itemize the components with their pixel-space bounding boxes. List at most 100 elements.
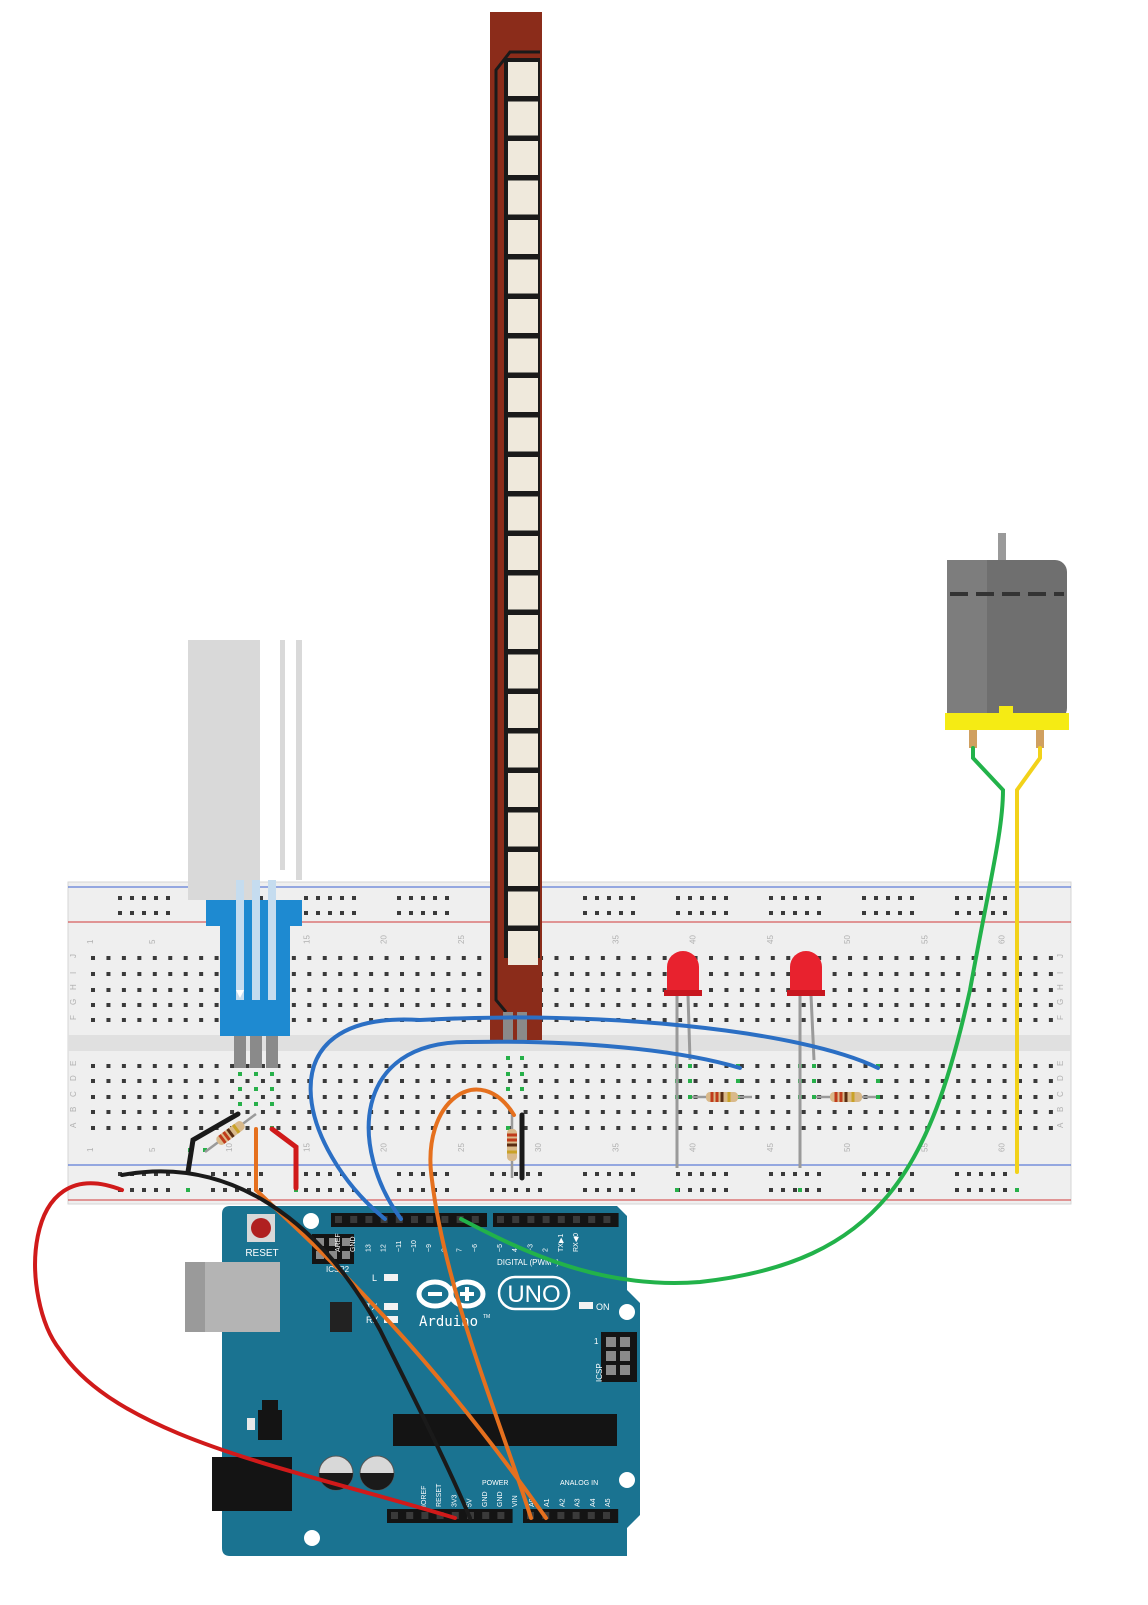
wire-orange-a0[interactable] [428, 1087, 533, 1520]
power-pin-label: VIN [512, 1495, 519, 1507]
breadboard-hole [925, 972, 930, 976]
wire-blue-2[interactable] [366, 1039, 742, 1221]
breadboard-hole [755, 1110, 760, 1114]
breadboard-hole [925, 988, 930, 992]
rail-hole [724, 1172, 728, 1176]
breadboard-hole [786, 1018, 791, 1022]
breadboard-hole [1002, 1079, 1007, 1083]
header-pin [512, 1216, 520, 1223]
breadboard-hole [168, 1110, 173, 1114]
column-number-bottom: 10 [225, 1143, 234, 1152]
rail-hole [259, 896, 263, 900]
breadboard-hole [569, 1110, 574, 1114]
row-letter: G [69, 999, 78, 1005]
breadboard-hole [662, 1003, 667, 1007]
resistor-servo-band [231, 1123, 241, 1134]
breadboard-hole [569, 988, 574, 992]
breadboard-hole [1018, 1064, 1022, 1068]
breadboard-hole [693, 1126, 698, 1130]
breadboard-hole [291, 1064, 296, 1068]
rail-hole [619, 1188, 623, 1192]
digital-header [331, 1213, 619, 1227]
breadboard-hole [307, 1110, 312, 1114]
breadboard-hole [400, 956, 404, 960]
breadboard-hole [508, 1079, 513, 1083]
breadboard-hole [569, 972, 574, 976]
breadboard-hole [322, 1095, 327, 1099]
breadboard-hole [956, 972, 961, 976]
row-letter: J [1056, 954, 1065, 958]
breadboard-hole [554, 1003, 559, 1007]
header-pin [406, 1512, 414, 1519]
flex-sensor-segment [508, 141, 538, 175]
breadboard-hole [709, 1079, 713, 1083]
analog-pin-label: A0 [529, 1498, 536, 1507]
row-letter: A [1056, 1122, 1065, 1128]
breadboard-hole [678, 1064, 683, 1068]
motor-cap-tab [999, 706, 1013, 716]
wire-yellow-motor[interactable] [1015, 746, 1042, 1174]
wire-green-motor[interactable] [459, 746, 1006, 1285]
breadboard-hole [1048, 1079, 1053, 1083]
rail-hole [316, 911, 320, 915]
breadboard-hole [1002, 1018, 1007, 1022]
breadboard-hole [600, 972, 605, 976]
breadboard-hole [647, 1079, 652, 1083]
breadboard-hole [430, 1003, 435, 1007]
rail-hole [874, 896, 878, 900]
rail-hole [421, 896, 425, 900]
breadboard-hole [230, 1110, 235, 1114]
breadboard-hole [1018, 1095, 1022, 1099]
breadboard-hole [940, 1079, 945, 1083]
connected-hole [736, 1079, 740, 1083]
breadboard-hole [338, 1064, 343, 1068]
breadboard-hole [848, 1018, 853, 1022]
breadboard-hole [199, 1126, 204, 1130]
breadboard-hole [492, 1064, 497, 1068]
rail-hole [805, 1172, 809, 1176]
resistor-led-2-band [834, 1092, 838, 1102]
breadboard-hole [492, 1110, 497, 1114]
breadboard-hole [446, 1126, 451, 1130]
rail-hole [130, 1188, 134, 1192]
breadboard-hole [709, 972, 713, 976]
wire-blue-1[interactable] [308, 1015, 880, 1221]
resistor-flex-band [507, 1143, 517, 1147]
usb-chip [330, 1302, 352, 1332]
breadboard-hole [554, 1110, 559, 1114]
breadboard-hole [137, 1110, 142, 1114]
column-number-top: 25 [457, 935, 466, 944]
breadboard-hole [631, 1079, 636, 1083]
row-letter: D [1056, 1075, 1065, 1081]
rail-hole [631, 1172, 635, 1176]
breadboard-hole [631, 1064, 636, 1068]
breadboard-hole [894, 1003, 899, 1007]
resistor-led-2-band [851, 1092, 855, 1102]
analog-pin-label: A2 [559, 1498, 566, 1507]
wire-black-gnd[interactable] [120, 1169, 472, 1520]
breadboard-hole [801, 1018, 806, 1022]
connected-hole [876, 1095, 880, 1099]
wire-red-5v[interactable] [33, 1181, 457, 1520]
reset-button[interactable] [251, 1218, 271, 1238]
breadboard-hole [647, 972, 652, 976]
rail-hole [805, 1188, 809, 1192]
wire-orange-a1[interactable] [254, 1188, 548, 1520]
logo-minus [428, 1292, 442, 1296]
rail-hole [421, 1188, 425, 1192]
rail-hole [688, 1188, 692, 1192]
board-led-l-label: L [372, 1273, 377, 1283]
breadboard-hole [199, 1064, 204, 1068]
rail-hole [607, 911, 611, 915]
rail-hole [700, 896, 704, 900]
mounting-hole-4 [304, 1530, 320, 1546]
rail-hole [154, 1188, 158, 1192]
breadboard-hole [894, 1064, 899, 1068]
breadboard-hole [446, 1095, 451, 1099]
breadboard-hole [600, 1079, 605, 1083]
breadboard-hole [91, 1079, 95, 1083]
breadboard-hole [878, 1064, 883, 1068]
breadboard-hole [925, 1064, 930, 1068]
